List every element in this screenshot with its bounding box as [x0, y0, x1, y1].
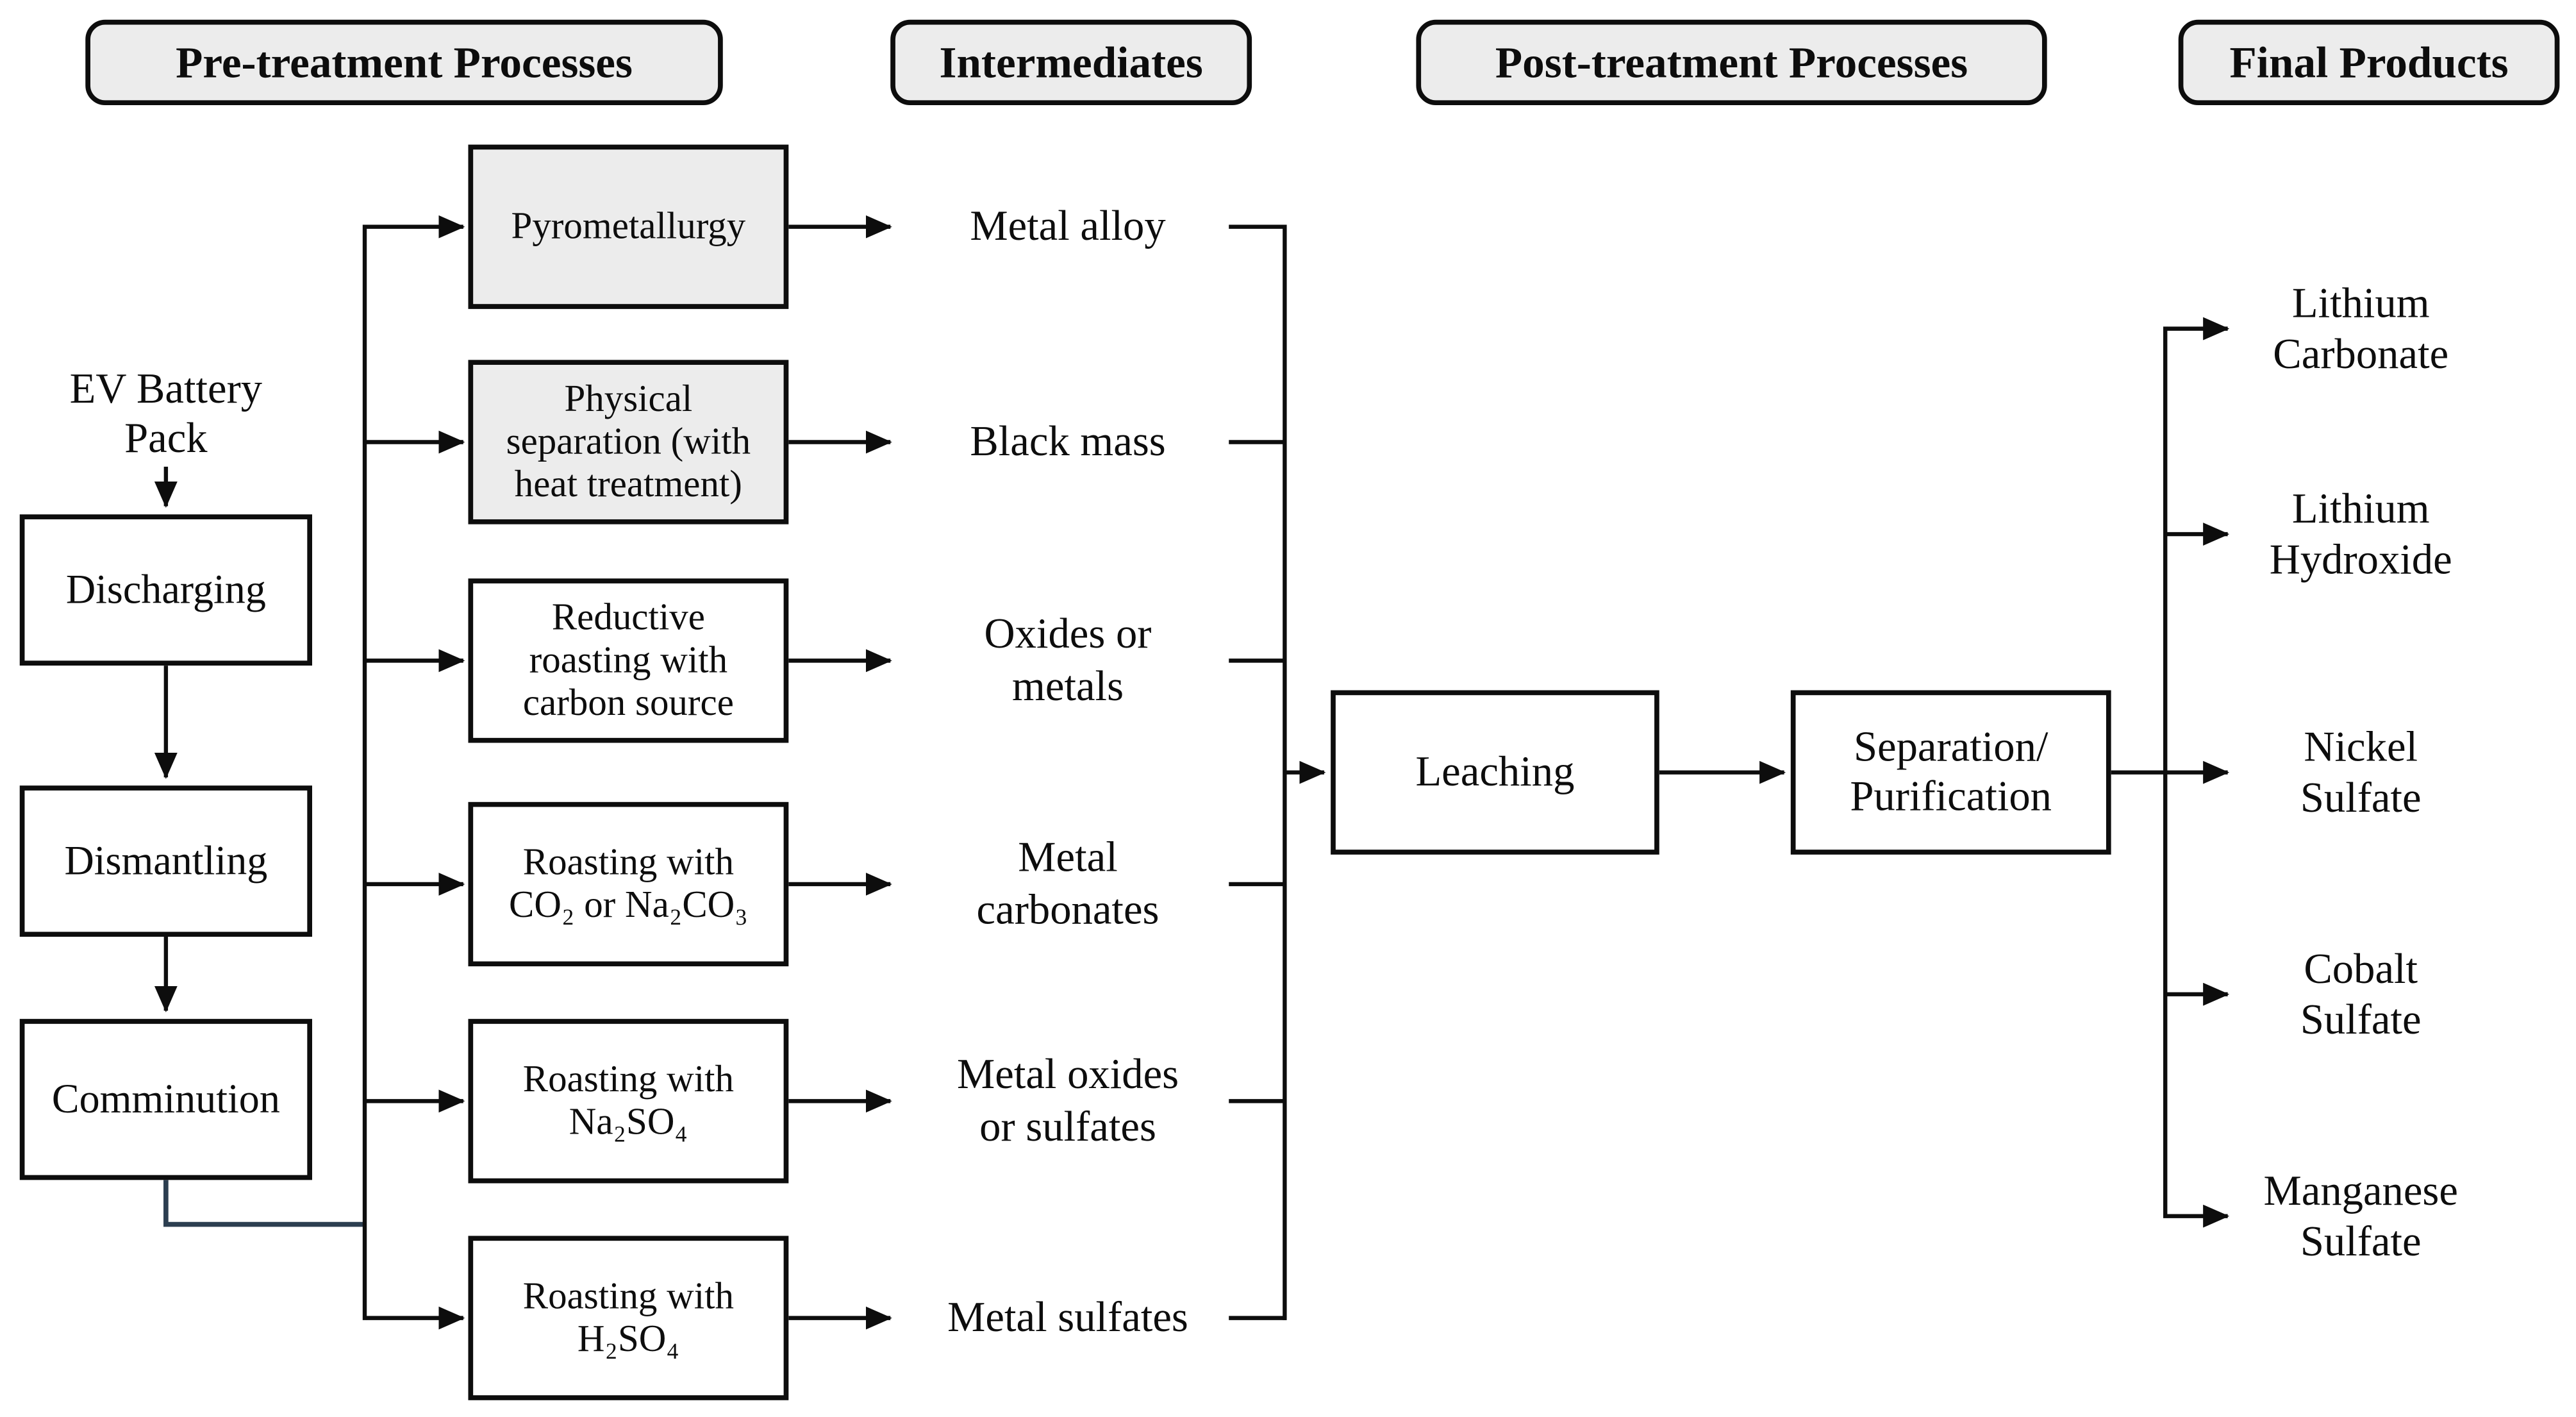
label-metal-carbonates: Metal carbonates [976, 833, 1159, 934]
elbow-comminution-to-trunk [163, 1180, 367, 1227]
label-metal-alloy: Metal alloy [970, 202, 1166, 250]
node-pyrometallurgy: Pyrometallurgy [468, 144, 789, 309]
label-oxides-or-metals: Oxides or metals [984, 609, 1152, 710]
label-metal-sulfates: Metal sulfates [947, 1293, 1188, 1341]
node-roasting-h2so4: Roasting with H₂SO₄ [468, 1236, 789, 1400]
label-cobalt-sulfate: Cobalt Sulfate [2300, 944, 2422, 1044]
node-dismantling: Dismantling [19, 785, 312, 937]
node-physical-separation: Physical separation (with heat treatment… [468, 360, 789, 524]
header-pretreatment-processes: Pre-treatment Processes [85, 19, 723, 106]
header-final-products: Final Products [2178, 19, 2560, 106]
node-comminution: Comminution [19, 1019, 312, 1180]
label-metal-oxides-or-sulfates: Metal oxides or sulfates [956, 1050, 1179, 1151]
label-lithium-hydroxide: Lithium Hydroxide [2269, 485, 2452, 583]
node-separation-purification: Separation/ Purification [1790, 690, 2111, 855]
node-leaching: Leaching [1331, 690, 1659, 855]
label-lithium-carbonate: Lithium Carbonate [2273, 279, 2449, 378]
label-nickel-sulfate: Nickel Sulfate [2300, 723, 2422, 822]
header-intermediates: Intermediates [890, 19, 1252, 106]
label-black-mass: Black mass [970, 417, 1166, 465]
label-manganese-sulfate: Manganese Sulfate [2263, 1166, 2458, 1266]
label-ev-battery-pack: EV Battery Pack [69, 365, 263, 462]
node-roasting-co2-na2co3: Roasting with CO₂ or Na₂CO₃ [468, 801, 789, 967]
node-discharging: Discharging [19, 514, 312, 666]
node-roasting-na2so4: Roasting with Na₂SO₄ [468, 1019, 789, 1184]
header-posttreatment-processes: Post-treatment Processes [1416, 19, 2047, 106]
node-reductive-roasting: Reductive roasting with carbon source [468, 578, 789, 743]
